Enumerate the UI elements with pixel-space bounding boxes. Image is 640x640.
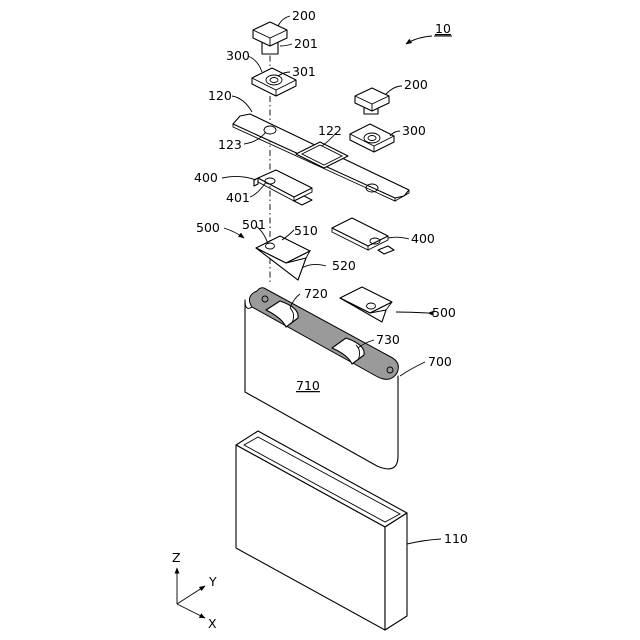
- label-201: 201: [294, 36, 318, 51]
- label-123: 123: [218, 137, 242, 152]
- label-730: 730: [376, 332, 400, 347]
- label-120: 120: [208, 88, 232, 103]
- label-510: 510: [294, 223, 318, 238]
- axis-z-label: Z: [172, 550, 181, 565]
- axis-x-label: X: [208, 616, 217, 631]
- label-300-top: 300: [226, 48, 250, 63]
- label-301: 301: [292, 64, 316, 79]
- label-710: 710: [296, 378, 320, 393]
- label-400-right: 400: [411, 231, 435, 246]
- label-122: 122: [318, 123, 342, 138]
- insulating-member-500-right: [340, 287, 392, 322]
- label-401: 401: [226, 190, 250, 205]
- label-10: 10: [435, 21, 451, 36]
- current-collector-400-right: [332, 218, 394, 254]
- label-200-right: 200: [404, 77, 428, 92]
- terminal-200-left: [253, 22, 287, 54]
- label-700: 700: [428, 354, 452, 369]
- axis-y-label: Y: [208, 574, 217, 589]
- assembly-ref-arrow: [406, 36, 452, 44]
- label-300-right: 300: [402, 123, 426, 138]
- label-400-left: 400: [194, 170, 218, 185]
- label-500-left: 500: [196, 220, 220, 235]
- coordinate-axes: Z Y X: [172, 550, 217, 631]
- insulating-member-500-left: [256, 236, 310, 280]
- label-720: 720: [304, 286, 328, 301]
- current-collector-400-left: [254, 170, 312, 205]
- label-500-right: 500: [432, 305, 456, 320]
- label-110: 110: [444, 531, 468, 546]
- terminal-200-right: [355, 88, 389, 114]
- reference-labels: 10 200 201 300 301 200 300 120 122 123 4…: [194, 8, 468, 546]
- label-501: 501: [242, 217, 266, 232]
- insulator-300-right: [350, 124, 394, 152]
- label-200-top: 200: [292, 8, 316, 23]
- label-520: 520: [332, 258, 356, 273]
